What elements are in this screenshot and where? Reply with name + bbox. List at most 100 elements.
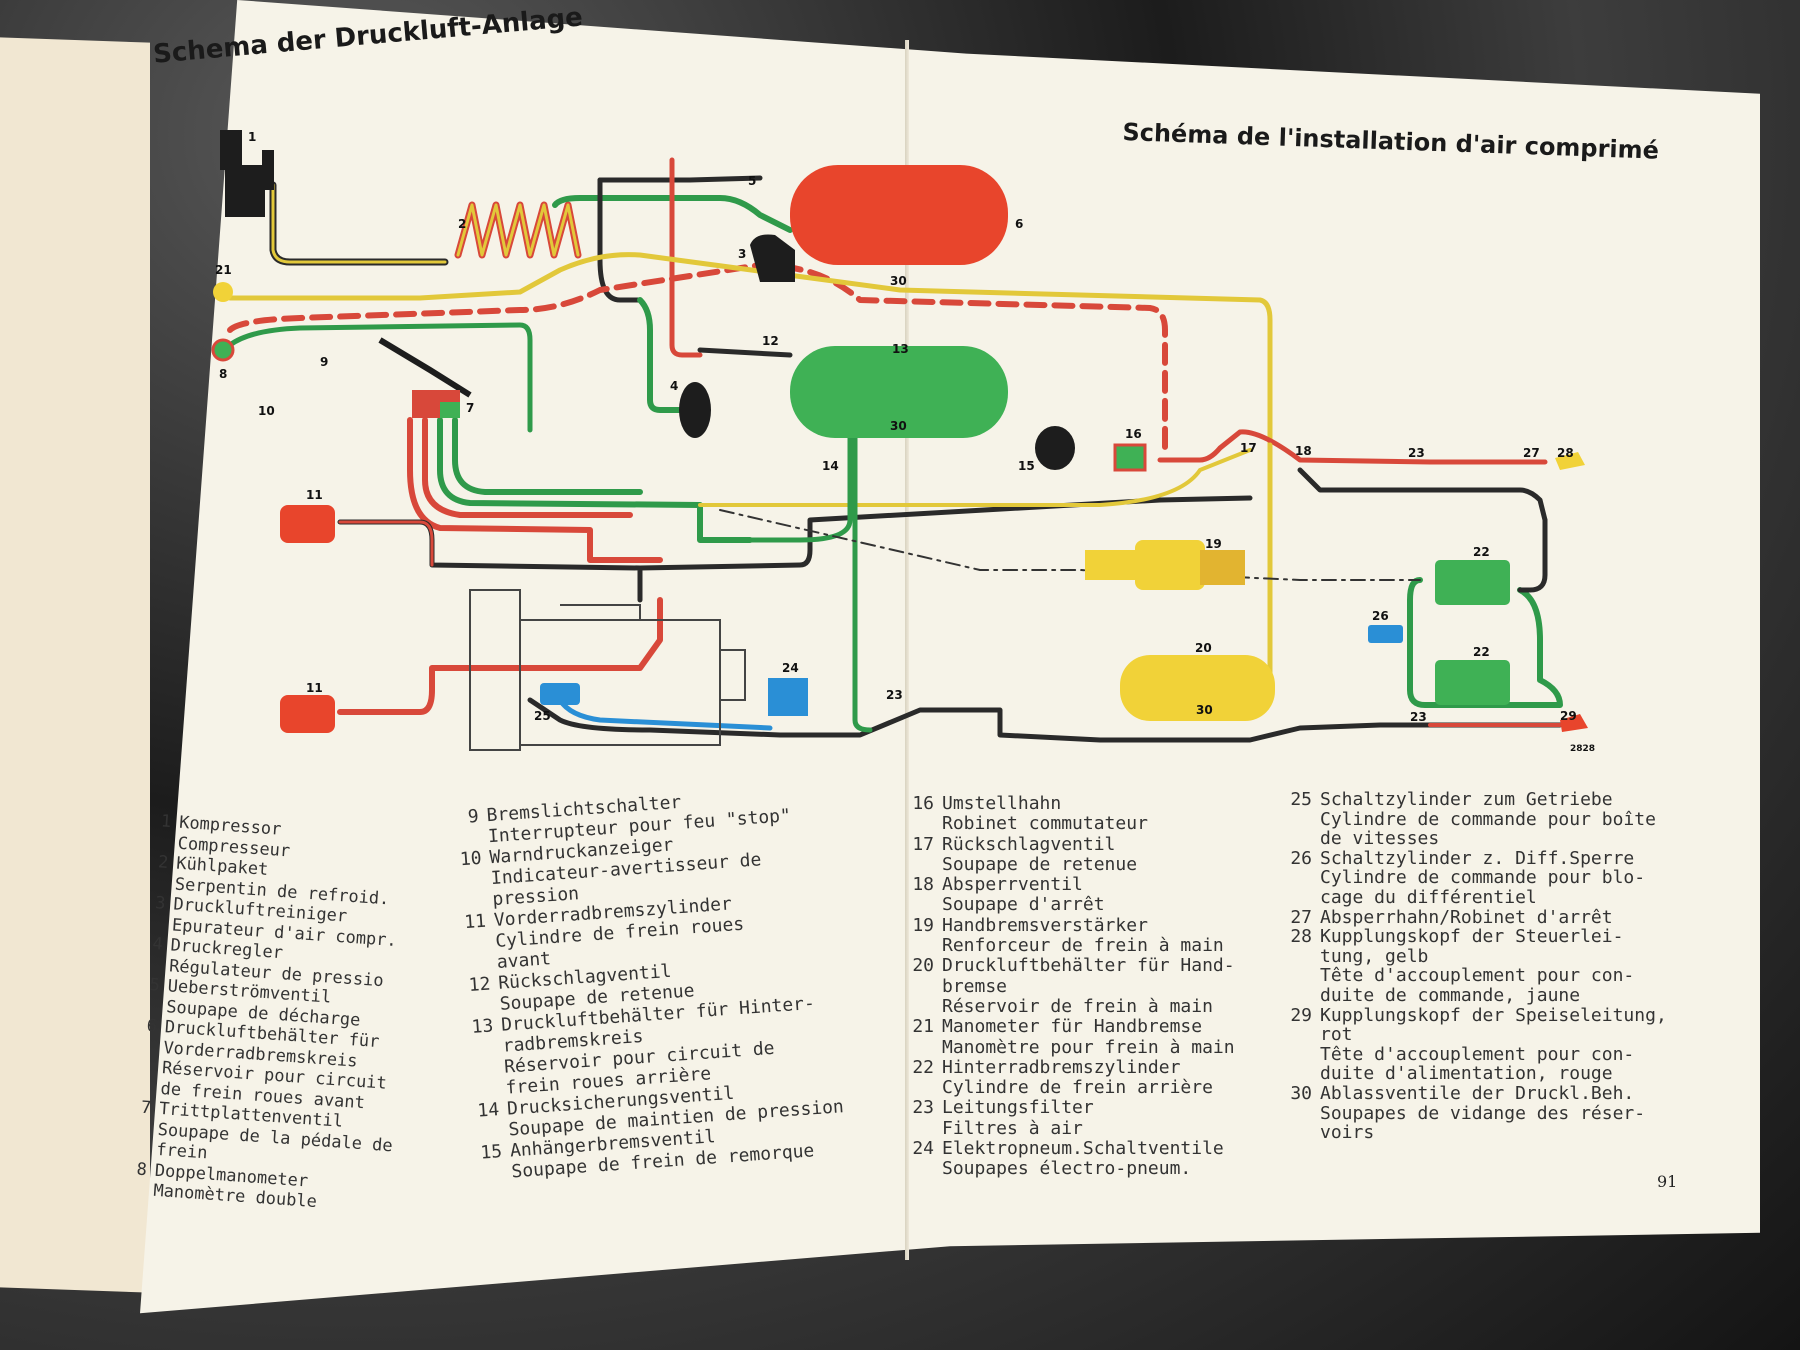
label-24: 24 — [782, 661, 799, 675]
legend-item-number: 21 — [912, 1016, 934, 1038]
legend-item-line: Tête d'accouplement pour con- — [1320, 1043, 1635, 1065]
label-2: 2 — [458, 217, 466, 231]
components — [211, 130, 1588, 751]
trailer-brake-valve-15 — [1035, 426, 1075, 470]
compressor-1 — [220, 130, 274, 217]
legend-item-line: Robinet commutateur — [942, 813, 1148, 835]
pipe-bottom-supply — [527, 697, 1563, 743]
legend-item-title: 21 Manometer für Handbremse — [904, 1016, 1235, 1038]
component-labels: 1 2 3 4 5 6 7 8 9 10 11 11 12 13 14 15 1… — [215, 130, 1595, 754]
legend-item-text: Hinterradbremszylinder — [942, 1056, 1181, 1078]
pipe-foot-valve-green — [437, 417, 753, 543]
pipe-feed-top — [552, 195, 793, 233]
legend-item-line: Cylindre de commande pour boîte — [1320, 808, 1656, 830]
label-14: 14 — [822, 459, 839, 473]
legend-item-line: Soupapes électro-pneum. — [942, 1158, 1192, 1180]
legend-item-number: 30 — [1290, 1082, 1312, 1104]
cooling-coil-inner — [456, 203, 580, 257]
legend-item-number: 9 — [467, 805, 480, 828]
label-11-top: 11 — [306, 488, 323, 502]
pipe-vertical-mid — [669, 157, 703, 358]
label-11-bottom: 11 — [306, 681, 323, 695]
front-brake-cylinder-11b — [280, 695, 335, 733]
page-number: 91 — [1657, 1172, 1678, 1191]
legend-item-number: 17 — [912, 833, 934, 855]
pipe-main-rear-green — [747, 417, 853, 543]
label-5: 5 — [748, 174, 756, 188]
pipe-foot-valve-red — [407, 417, 663, 563]
label-4: 4 — [670, 379, 678, 393]
legend-item-number: 2 — [157, 852, 170, 873]
handbrake-booster-19 — [1085, 540, 1245, 590]
legend-item-text: Manometer für Handbremse — [942, 1016, 1203, 1038]
label-22-bottom: 22 — [1473, 645, 1490, 659]
handbrake-manometer-21 — [213, 282, 233, 302]
label-1: 1 — [248, 130, 256, 144]
pipe-blue-gear-line — [557, 697, 773, 731]
legend-item-line: de vitesses — [1320, 828, 1440, 850]
pipe-compressor-outlet-inner — [271, 183, 447, 264]
pipe-front-cylinder-top-red — [338, 520, 434, 567]
electro-pneumatic-valve-24 — [768, 678, 808, 716]
air-purifier-3 — [750, 234, 795, 282]
legend-item-title: 17 Rückschlagventil — [904, 833, 1235, 855]
rear-brake-cylinder-22a — [1435, 560, 1510, 605]
legend-item-line: Tête d'accouplement pour con- — [1320, 965, 1635, 987]
legend-item-number: 25 — [1290, 789, 1312, 810]
legend-item-line: tung, gelb — [1320, 945, 1429, 967]
coupling-head-28 — [1555, 452, 1585, 470]
legend-item-number: 10 — [459, 847, 483, 871]
legend-item-text: Schaltzylinder zum Getriebe — [1320, 789, 1613, 810]
pipe-yellow-gauge-line — [227, 252, 1273, 448]
label-10: 10 — [258, 404, 275, 418]
pipe-foot-valve-red-2 — [422, 417, 633, 518]
pipe-reservoir-link — [637, 297, 703, 413]
legend-item-line: duite d'alimentation, rouge — [1320, 1063, 1613, 1085]
label-30-rear: 30 — [890, 419, 907, 433]
legend-item-number: 6 — [146, 1015, 158, 1037]
legend-item-number: 8 — [135, 1159, 148, 1180]
legend-item-text: Schaltzylinder z. Diff.Sperre — [1320, 847, 1635, 869]
label-29: 29 — [1560, 709, 1577, 723]
legend-item-number: 11 — [463, 910, 487, 934]
legend-item-text: Rückschlagventil — [942, 833, 1116, 855]
pipe-vertical-center — [852, 427, 873, 733]
front-brake-cylinder-11a — [280, 505, 335, 543]
legend-item-line: cage du différentiel — [1320, 886, 1537, 908]
label-20: 20 — [1195, 641, 1212, 655]
legend-item-line: voirs — [1320, 1122, 1375, 1144]
legend-item-text: Handbremsverstärker — [942, 914, 1148, 936]
pipe-green-gauge-line — [227, 322, 533, 433]
label-23-right: 23 — [1408, 446, 1425, 460]
legend-item-text: Umstellhahn — [942, 793, 1062, 814]
label-16: 16 — [1125, 427, 1142, 441]
label-23-center: 23 — [886, 688, 903, 702]
foot-valve-7 — [378, 337, 472, 418]
legend-item-text: Leitungsfilter — [942, 1097, 1094, 1119]
legend-item-number: 16 — [912, 793, 934, 814]
legend-item-line: Soupape d'arrêt — [942, 894, 1105, 916]
label-17: 17 — [1240, 441, 1257, 455]
legend-item-number: 13 — [470, 1015, 495, 1038]
reservoir-front-6 — [790, 165, 1008, 265]
legend-item-line: Soupape de retenue — [942, 853, 1138, 875]
